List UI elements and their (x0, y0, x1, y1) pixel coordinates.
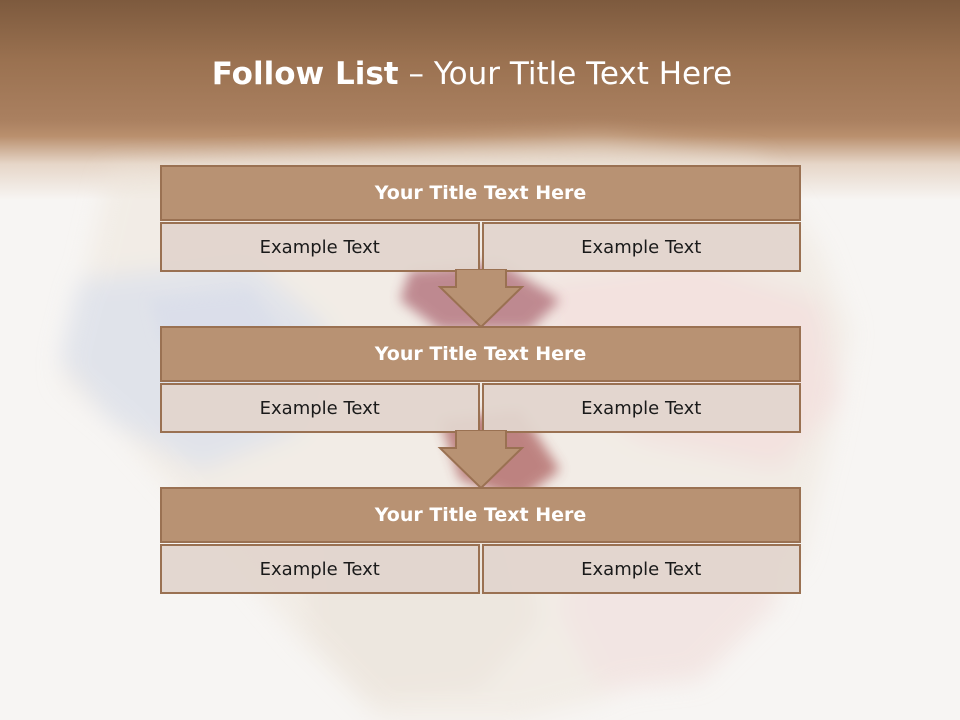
step-row-2: Example Text Example Text (160, 383, 801, 433)
step-cell-left-1: Example Text (160, 222, 480, 272)
step-block-1: Your Title Text Here Example Text Exampl… (160, 165, 801, 272)
slide-title-bold: Follow List (211, 56, 399, 92)
slide-title-rest: – Your Title Text Here (398, 56, 733, 92)
step-row-3: Example Text Example Text (160, 544, 801, 594)
step-cell-left-2: Example Text (160, 383, 480, 433)
step-row-1: Example Text Example Text (160, 222, 801, 272)
step-cell-right-1: Example Text (481, 222, 801, 272)
step-cell-right-3: Example Text (481, 544, 801, 594)
step-cell-right-2: Example Text (481, 383, 801, 433)
step-title-3: Your Title Text Here (160, 487, 801, 543)
slide-title: Follow List – Your Title Text Here (0, 56, 944, 92)
step-title-2: Your Title Text Here (160, 326, 801, 382)
down-arrow-icon (437, 430, 525, 490)
step-cell-left-3: Example Text (160, 544, 480, 594)
step-block-2: Your Title Text Here Example Text Exampl… (160, 326, 801, 433)
step-title-1: Your Title Text Here (160, 165, 801, 221)
down-arrow-icon (437, 269, 525, 329)
step-block-3: Your Title Text Here Example Text Exampl… (160, 487, 801, 594)
